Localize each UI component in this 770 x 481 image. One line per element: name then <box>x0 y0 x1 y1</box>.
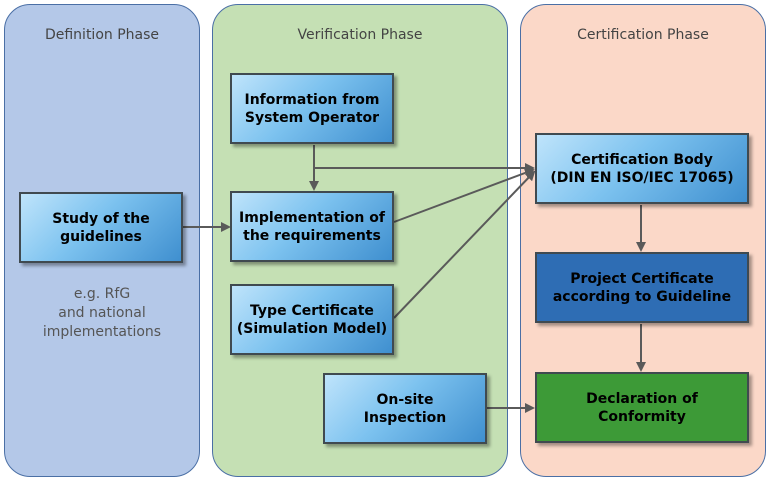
note-line-3: implementations <box>42 324 162 340</box>
declaration-of-conformity-box: Declaration of Conformity <box>535 372 749 443</box>
note-line-1: e.g. RfG <box>73 286 131 302</box>
implementation-box: Implementation of the requirements <box>230 191 394 262</box>
verification-phase-title: Verification Phase <box>297 27 423 43</box>
definition-phase-title: Definition Phase <box>44 27 160 43</box>
system-operator-info-box: Information from System Operator <box>230 73 394 144</box>
note-line-2: and national <box>58 305 146 321</box>
project-certificate-box: Project Certificate according to Guideli… <box>535 252 749 323</box>
certification-body-box: Certification Body (DIN EN ISO/IEC 17065… <box>535 133 749 204</box>
certification-phase-title: Certification Phase <box>577 27 709 43</box>
arrow-typecert-to-certbody <box>393 170 536 319</box>
study-guidelines-box: Study of the guidelines <box>19 192 183 263</box>
type-certificate-box: Type Certificate (Simulation Model) <box>230 284 394 355</box>
arrow-implementation-to-certbody <box>393 168 535 223</box>
onsite-inspection-box: On-site Inspection <box>323 373 487 444</box>
definition-phase-note: e.g. RfG and national implementations <box>5 285 199 342</box>
